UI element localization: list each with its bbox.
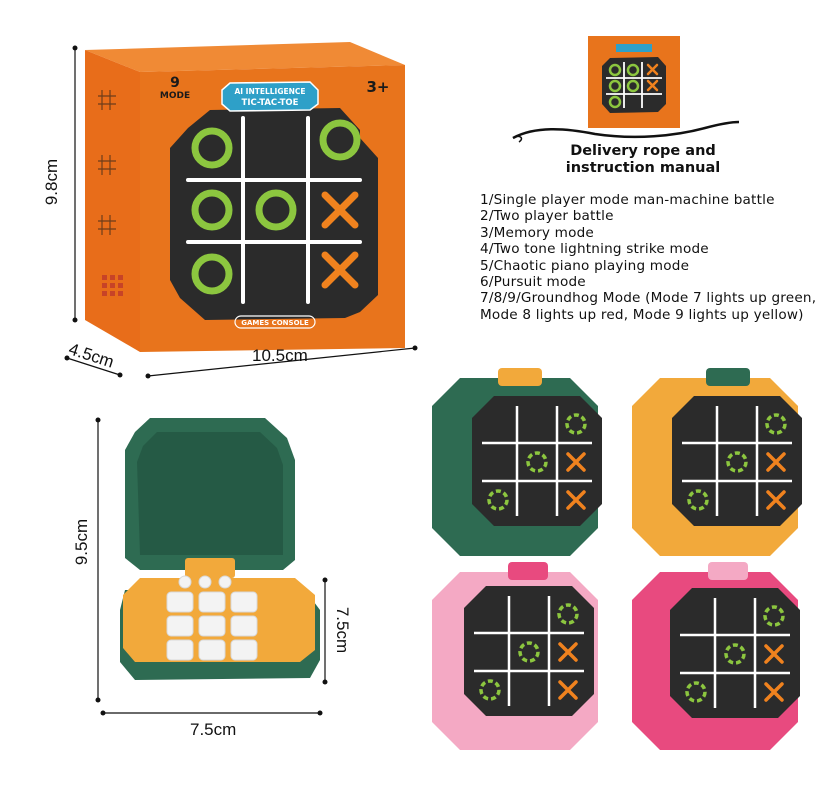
mode-item: 2/Two player battle (480, 208, 614, 225)
product-box: AI INTELLIGENCE TIC-TAC-TOE 9 MODE 3+ GA… (85, 42, 405, 352)
mode-item: 4/Two tone lightning strike mode (480, 241, 709, 258)
device-side-label: 7.5cm (333, 606, 352, 654)
instruction-manual (588, 36, 680, 128)
box-mode-label: MODE (160, 91, 190, 101)
mode-item: 3/Memory mode (480, 224, 594, 241)
variant-green (432, 368, 604, 556)
accessory-label-line2: instruction manual (565, 160, 721, 176)
box-height-label: 9.8cm (42, 158, 61, 206)
mode-list: 1/Single player mode man-machine battle … (480, 192, 830, 323)
box-age: 3+ (366, 78, 389, 96)
variant-yellow (632, 368, 804, 556)
open-device (120, 418, 320, 680)
box-mode-number: 9 (170, 75, 180, 91)
mode-item: 6/Pursuit mode (480, 274, 586, 291)
variant-pink (432, 562, 598, 750)
device-height-label: 9.5cm (72, 518, 91, 566)
mode-item: 1/Single player mode man-machine battle (480, 192, 775, 208)
box-title-line1: AI INTELLIGENCE (234, 87, 305, 96)
box-width-label: 10.5cm (252, 346, 308, 365)
variant-rose (632, 562, 802, 750)
accessory-label: Delivery rope and instruction manual (558, 143, 728, 177)
box-console-label: GAMES CONSOLE (241, 319, 309, 327)
delivery-rope (512, 120, 740, 143)
mode-item: 7/8/9/Groundhog Mode (Mode 7 lights up g… (480, 290, 821, 323)
box-title-line2: TIC-TAC-TOE (242, 98, 299, 108)
device-width-label: 7.5cm (190, 720, 237, 739)
mode-item: 5/Chaotic piano playing mode (480, 257, 690, 274)
accessory-label-line1: Delivery rope and (570, 143, 716, 159)
device-variants (432, 368, 804, 750)
